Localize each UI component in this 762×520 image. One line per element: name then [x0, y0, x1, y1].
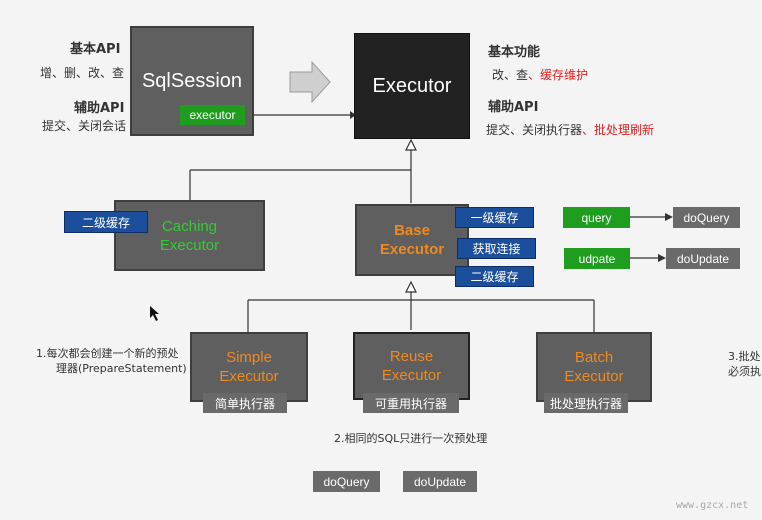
base-executor-tag-get-connection: 获取连接 [457, 238, 536, 259]
base-executor-tag-l1-cache: 一级缓存 [455, 207, 534, 228]
reuse-executor-line2: Executor [381, 367, 442, 384]
sqlsession-aux-api-heading: 辅助API [74, 101, 125, 116]
reuse-executor-node: Reuse Executor [353, 332, 470, 400]
sqlsession-title: SqlSession [141, 70, 243, 92]
base-executor-node: Base Executor [355, 204, 469, 276]
reuse-executor-note: 2.相同的SQL只进行一次预处理 [334, 432, 488, 445]
watermark: www.gzcx.net [676, 500, 749, 511]
base-executor-tag-l2-cache: 二级缓存 [455, 266, 534, 287]
caching-executor-tag: 二级缓存 [64, 211, 148, 233]
batch-executor-node: Batch Executor [536, 332, 652, 402]
do-query-tag: doQuery [673, 207, 740, 228]
base-executor-line2: Executor [379, 241, 445, 258]
simple-executor-note-line2: 理器(PrepareStatement) [56, 362, 187, 375]
executor-node: Executor [354, 33, 470, 139]
batch-executor-line1: Batch [574, 349, 614, 366]
reuse-executor-line1: Reuse [389, 348, 434, 365]
executor-aux-api-extra: 、批处理刷新 [582, 123, 655, 137]
sqlsession-aux-api-items: 提交、关闭会话 [42, 119, 127, 133]
batch-executor-note-line2: 必须执 [728, 365, 761, 378]
executor-aux-api-heading: 辅助API [488, 100, 539, 115]
simple-executor-note-line1: 1.每次都会创建一个新的预处 [36, 347, 179, 360]
executor-basic-func-heading: 基本功能 [488, 45, 541, 60]
batch-executor-caption: 批处理执行器 [544, 393, 628, 413]
do-update-tag: doUpdate [666, 248, 740, 269]
delegation-arrow [289, 60, 331, 104]
reuse-executor-caption: 可重用执行器 [363, 393, 459, 413]
simple-executor-line2: Executor [219, 368, 279, 385]
executor-basic-func-line: 改、查、缓存维护 [492, 66, 588, 83]
simple-executor-caption: 简单执行器 [203, 393, 287, 413]
simple-executor-node: Simple Executor [190, 332, 308, 402]
bottom-do-query-tag: doQuery [313, 471, 380, 492]
caching-executor-line1: Caching [161, 217, 218, 235]
executor-aux-api-line: 提交、关闭执行器、批处理刷新 [486, 121, 654, 138]
batch-executor-note-line1: 3.批处 [728, 350, 761, 363]
caching-executor-line2: Executor [159, 236, 220, 254]
sqlsession-basic-api-heading: 基本API [70, 42, 121, 57]
batch-executor-line2: Executor [564, 368, 624, 385]
executor-title: Executor [372, 74, 452, 97]
base-executor-line1: Base [394, 222, 430, 239]
mouse-cursor-icon [150, 306, 159, 321]
sqlsession-executor-tag: executor [180, 105, 245, 125]
update-tag: udpate [564, 248, 630, 269]
bottom-do-update-tag: doUpdate [403, 471, 477, 492]
sqlsession-basic-api-items: 增、删、改、查 [40, 66, 125, 80]
executor-basic-func-extra: 、缓存维护 [528, 68, 589, 82]
simple-executor-line1: Simple [226, 349, 272, 366]
executor-aux-api-items: 提交、关闭执行器 [486, 123, 583, 137]
executor-basic-func-items: 改、查 [492, 68, 529, 82]
query-tag: query [563, 207, 630, 228]
